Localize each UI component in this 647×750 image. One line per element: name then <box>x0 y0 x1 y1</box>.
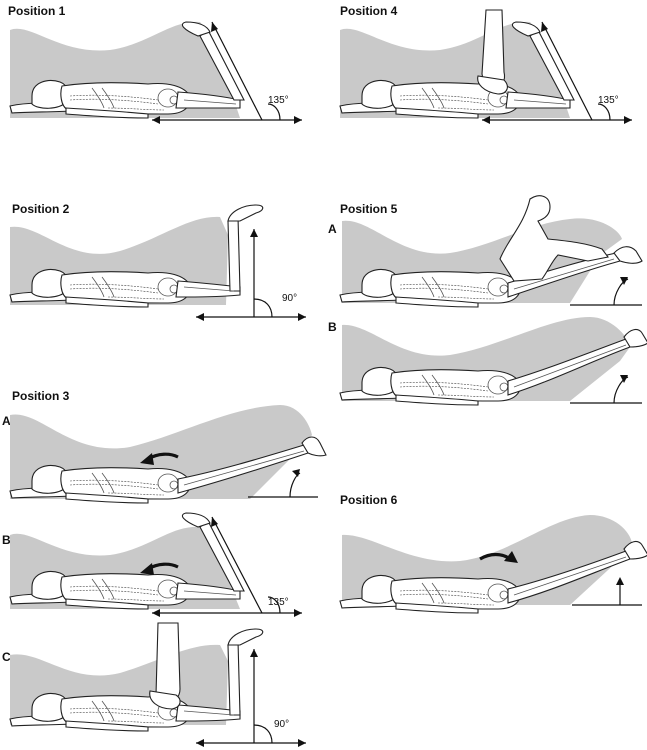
angle-label-3c: 90° <box>274 719 289 730</box>
position-4-title: Position 4 <box>340 4 398 18</box>
position-5b-figure <box>339 317 647 406</box>
position-3-b-label: B <box>2 533 11 547</box>
position-6-figure <box>339 515 647 614</box>
angle-indicator-5a <box>570 277 642 306</box>
position-3-title: Position 3 <box>12 389 70 403</box>
position-5-b-label: B <box>328 320 337 334</box>
position-2-title: Position 2 <box>12 202 70 216</box>
position-3a-figure <box>9 405 327 504</box>
rotation-arrow-3b <box>140 562 179 575</box>
angle-label-1: 135° <box>268 95 289 106</box>
angle-indicator-4: 135° <box>482 21 632 124</box>
position-3c-figure: 90° <box>9 622 306 747</box>
position-5-title: Position 5 <box>340 202 398 216</box>
position-3-a-label: A <box>2 414 11 428</box>
position-3-c-label: C <box>2 650 11 664</box>
position-1-title: Position 1 <box>8 4 66 18</box>
angle-label-2: 90° <box>282 293 297 304</box>
position-1-figure: 135° <box>9 21 302 124</box>
angle-label-3b: 135° <box>268 597 289 608</box>
position-5a-figure <box>339 195 643 308</box>
position-2-figure: 90° <box>9 204 306 321</box>
rotation-arrow-3a <box>140 452 179 465</box>
angle-label-4: 135° <box>598 95 619 106</box>
position-3b-figure: 135° <box>9 512 302 617</box>
angle-indicator-1: 135° <box>152 21 302 124</box>
position-5-a-label: A <box>328 222 337 236</box>
angle-indicator-6 <box>572 577 642 606</box>
angle-indicator-3b: 135° <box>152 516 302 617</box>
position-4-figure: 135° <box>339 9 632 124</box>
position-6-title: Position 6 <box>340 493 398 507</box>
angle-indicator-3c: 90° <box>196 649 306 747</box>
angle-indicator-3a <box>248 469 318 498</box>
angle-indicator-2: 90° <box>196 229 306 321</box>
rotation-arrow-6 <box>479 551 518 563</box>
angle-indicator-5b <box>570 375 642 404</box>
